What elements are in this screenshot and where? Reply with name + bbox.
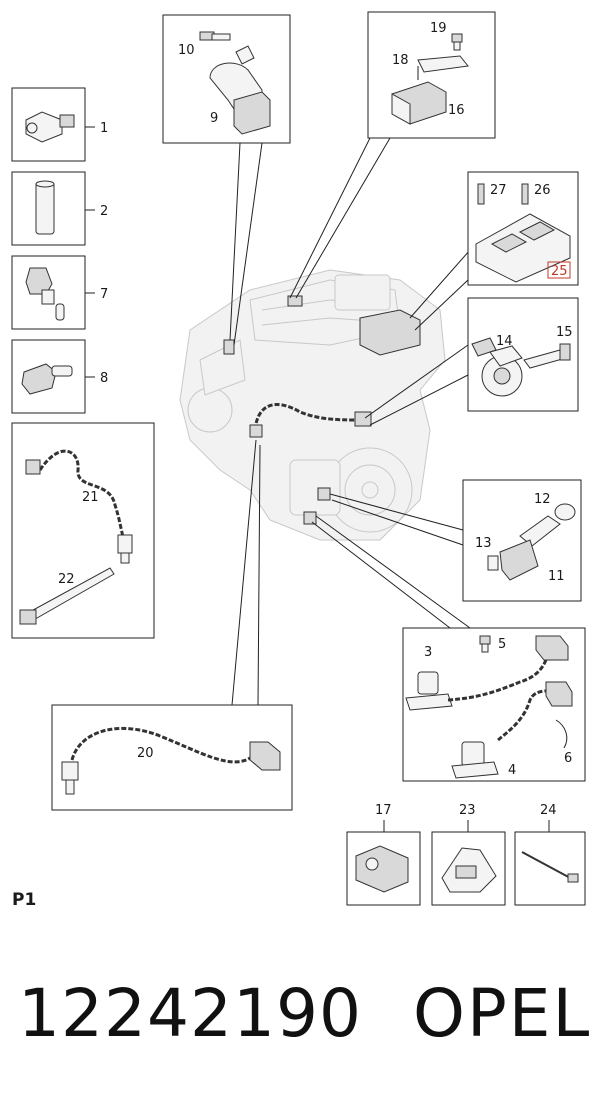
part-20-box: 20 bbox=[51, 704, 293, 811]
callout-14: 14 bbox=[496, 334, 513, 349]
callout-2: 2 bbox=[100, 204, 108, 219]
part-number: 12242190 bbox=[18, 975, 362, 1052]
part-17-box: 17 bbox=[346, 803, 421, 906]
part-3-4-5-6-box: 5 3 4 6 bbox=[402, 627, 586, 782]
leader-lines bbox=[229, 137, 471, 706]
part-21-22-box: 21 22 bbox=[11, 422, 155, 639]
part-9-10-box: 10 9 bbox=[162, 14, 291, 144]
engine-illustration bbox=[179, 269, 446, 541]
callout-21: 21 bbox=[82, 490, 99, 505]
callout-11: 11 bbox=[548, 569, 565, 584]
callout-24: 24 bbox=[540, 803, 557, 818]
part-1-box: 1 bbox=[11, 87, 108, 162]
part-2-box: 2 bbox=[11, 171, 108, 246]
page-code: P1 bbox=[12, 890, 37, 910]
part-7-box: 7 bbox=[11, 255, 108, 330]
part-25-26-27-box: 27 26 25 bbox=[467, 171, 579, 286]
callout-17: 17 bbox=[375, 803, 392, 818]
engine-sensor bbox=[223, 339, 235, 355]
part-14-15-box: 14 15 bbox=[467, 297, 579, 412]
callout-19: 19 bbox=[430, 21, 447, 36]
callout-6: 6 bbox=[564, 751, 572, 766]
callout-4: 4 bbox=[508, 763, 516, 778]
engine-ecu bbox=[359, 309, 421, 356]
callout-1: 1 bbox=[100, 121, 108, 136]
parts-diagram: 1 2 7 8 21 22 bbox=[11, 11, 586, 906]
callout-3: 3 bbox=[424, 645, 432, 660]
callout-12: 12 bbox=[534, 492, 551, 507]
brand-name: OPEL bbox=[413, 975, 592, 1052]
engine-sensor bbox=[303, 511, 317, 525]
callout-10: 10 bbox=[178, 43, 195, 58]
callout-9: 9 bbox=[210, 111, 218, 126]
part-16-18-19-box: 19 18 16 bbox=[367, 11, 496, 139]
callout-5: 5 bbox=[498, 637, 506, 652]
part-23-box: 23 bbox=[431, 803, 506, 906]
engine-sensor bbox=[317, 487, 331, 501]
part-24-box: 24 bbox=[514, 803, 586, 906]
callout-25: 25 bbox=[551, 264, 568, 279]
callout-20: 20 bbox=[137, 746, 154, 761]
callout-23: 23 bbox=[459, 803, 476, 818]
part-11-12-13-box: 12 13 11 bbox=[462, 479, 582, 602]
callout-7: 7 bbox=[100, 287, 108, 302]
part-8-box: 8 bbox=[11, 339, 108, 414]
callout-16: 16 bbox=[448, 103, 465, 118]
callout-13: 13 bbox=[475, 536, 492, 551]
callout-22: 22 bbox=[58, 572, 75, 587]
callout-18: 18 bbox=[392, 53, 409, 68]
callout-15: 15 bbox=[556, 325, 573, 340]
engine-connector bbox=[354, 411, 372, 427]
callout-8: 8 bbox=[100, 371, 108, 386]
callout-27: 27 bbox=[490, 183, 507, 198]
callout-26: 26 bbox=[534, 183, 551, 198]
engine-connector bbox=[249, 424, 263, 438]
